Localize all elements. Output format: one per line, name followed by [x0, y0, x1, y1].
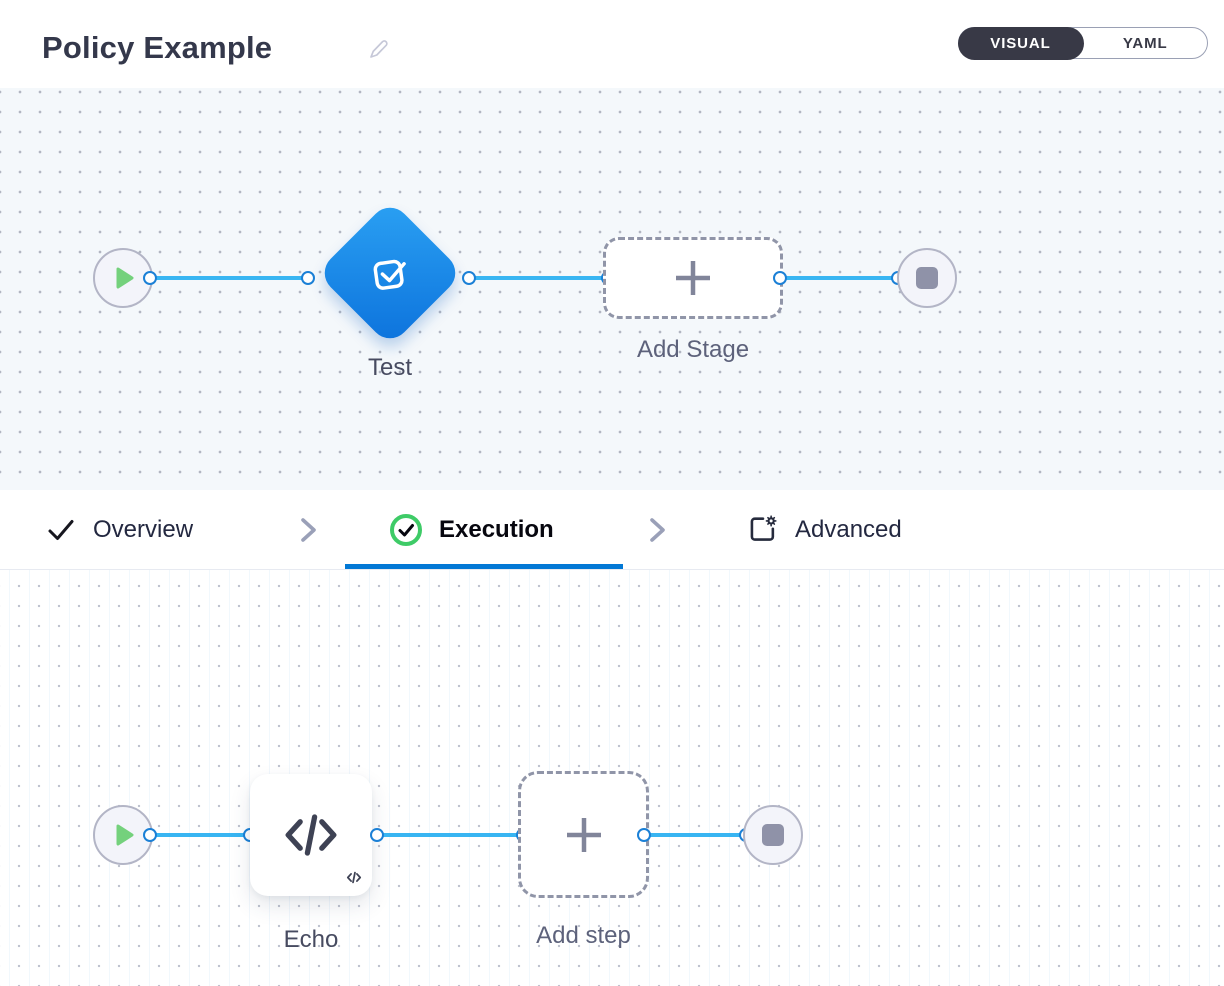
- tab-advanced-label: Advanced: [795, 516, 902, 543]
- plus-icon: [566, 817, 601, 852]
- play-icon: [116, 267, 134, 289]
- add-step-label: Add step: [536, 922, 631, 949]
- toggle-visual-button[interactable]: VISUAL: [957, 26, 1084, 60]
- add-step-button[interactable]: [518, 771, 649, 898]
- connector-port: [370, 828, 384, 842]
- tab-overview[interactable]: Overview: [45, 490, 193, 570]
- connector-line: [150, 833, 250, 837]
- page-header: Policy Example VISUAL YAML: [0, 0, 1224, 88]
- connector-port: [462, 271, 476, 285]
- check-circle-icon: [390, 514, 422, 546]
- execution-end-node: [743, 805, 803, 865]
- plus-icon: [676, 261, 710, 295]
- connector-line: [780, 276, 898, 280]
- connector-port: [143, 828, 157, 842]
- edit-pencil-icon[interactable]: [366, 36, 392, 62]
- tab-overview-label: Overview: [93, 516, 194, 543]
- advanced-settings-icon: [750, 515, 777, 541]
- tab-execution-label: Execution: [439, 516, 554, 543]
- code-icon: [285, 814, 337, 856]
- connector-line: [469, 276, 608, 280]
- chevron-right-icon: [301, 518, 316, 542]
- active-tab-underline: [345, 564, 623, 569]
- connector-port: [143, 271, 157, 285]
- connector-port: [773, 271, 787, 285]
- step-node-echo[interactable]: [250, 774, 372, 896]
- stop-icon: [762, 824, 784, 846]
- visual-yaml-toggle[interactable]: VISUAL YAML: [957, 26, 1208, 60]
- add-stage-button[interactable]: [603, 237, 783, 319]
- connector-port: [637, 828, 651, 842]
- stage-name-label: Test: [367, 354, 412, 381]
- code-badge-icon: [345, 871, 363, 889]
- execution-canvas[interactable]: Echo Add step: [0, 570, 1224, 986]
- play-icon: [116, 824, 134, 846]
- connector-line: [150, 276, 308, 280]
- stage-canvas[interactable]: Test Add Stage: [0, 88, 1224, 490]
- stage-node-test[interactable]: [316, 199, 464, 347]
- chevron-right-icon: [650, 518, 665, 542]
- connector-port: [301, 271, 315, 285]
- connector-line: [377, 833, 523, 837]
- pipeline-end-node: [897, 248, 957, 308]
- tab-advanced[interactable]: Advanced: [747, 490, 902, 570]
- check-icon: [48, 520, 74, 540]
- stop-icon: [916, 267, 938, 289]
- step-name-label: Echo: [283, 926, 339, 953]
- approval-check-icon: [373, 259, 406, 290]
- connector-line: [644, 833, 746, 837]
- toggle-yaml-button[interactable]: YAML: [1122, 34, 1168, 52]
- page-title: Policy Example: [42, 30, 273, 65]
- add-stage-label: Add Stage: [636, 336, 750, 363]
- tab-execution[interactable]: Execution: [389, 490, 554, 570]
- stage-tabs: Overview Execution Advanced: [0, 490, 1224, 570]
